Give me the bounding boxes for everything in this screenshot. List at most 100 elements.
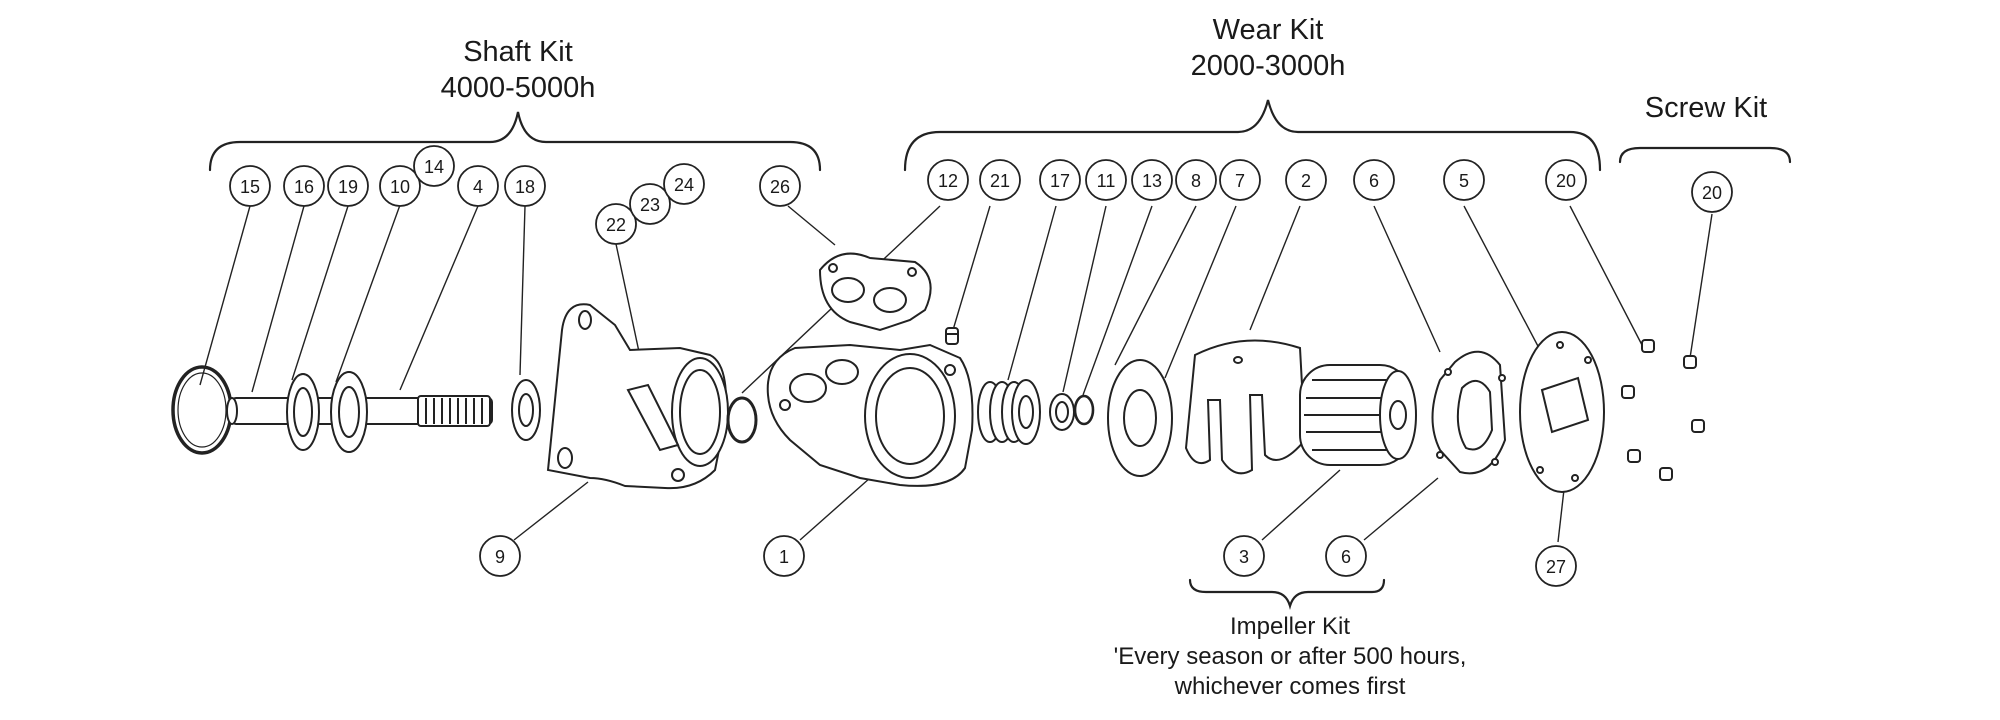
shaft-kit-label: Shaft Kit 4000-5000h: [408, 34, 628, 106]
wear-kit-interval: 2000-3000h: [1190, 50, 1346, 82]
callout-11: 11: [1085, 159, 1127, 201]
svg-text:3: 3: [1239, 547, 1249, 567]
callout-19: 19: [327, 165, 369, 207]
wear-kit-brace: [903, 99, 1602, 172]
svg-text:26: 26: [770, 177, 790, 197]
shaft-assembly-part: [226, 371, 493, 453]
leader-5: [1463, 205, 1541, 351]
callout-12: 12: [927, 159, 969, 201]
callout-20-wear: 20: [1545, 159, 1587, 201]
leader-15: [199, 205, 251, 386]
shaft-kit-title: Shaft Kit: [463, 36, 573, 68]
callout-14: 14: [413, 145, 455, 187]
leader-10: [335, 204, 401, 383]
svg-text:22: 22: [606, 215, 626, 235]
small-o-ring-part: [1073, 394, 1095, 426]
svg-text:5: 5: [1459, 171, 1469, 191]
callout-26: 26: [759, 165, 801, 207]
shaft-seal-part: [511, 379, 541, 441]
shaft-kit-interval: 4000-5000h: [440, 72, 596, 104]
wear-kit-title: Wear Kit: [1212, 14, 1324, 46]
shaft-kit-brace: [208, 111, 822, 172]
callout-5: 5: [1443, 159, 1485, 201]
svg-text:11: 11: [1097, 171, 1116, 191]
leader-6a: [1373, 205, 1441, 353]
callout-8: 8: [1175, 159, 1217, 201]
callout-4: 4: [457, 165, 499, 207]
impeller-kit-line1: 'Every season or after 500 hours,: [1113, 643, 1467, 670]
callout-9: 9: [479, 535, 521, 577]
cam-screw-part: [945, 327, 959, 345]
leader-26: [787, 205, 836, 246]
svg-text:15: 15: [240, 177, 260, 197]
callout-22: 22: [595, 203, 637, 245]
pump-body-part: [766, 343, 974, 487]
leader-20a: [1569, 205, 1643, 346]
callout-13: 13: [1131, 159, 1173, 201]
svg-text:18: 18: [515, 177, 535, 197]
cover-gasket-part: [1431, 350, 1507, 475]
end-cover-part: [1519, 331, 1605, 493]
screw-kit-label: Screw Kit: [1606, 90, 1806, 126]
leader-3: [1261, 469, 1341, 541]
svg-text:19: 19: [338, 177, 358, 197]
leader-13: [1082, 205, 1153, 396]
svg-text:14: 14: [424, 157, 444, 177]
callout-3: 3: [1223, 535, 1265, 577]
leader-18: [519, 205, 526, 376]
leader-6b: [1363, 477, 1439, 541]
svg-text:9: 9: [495, 547, 505, 567]
screw-kit-brace: [1618, 146, 1792, 164]
mounting-gasket-part: [818, 252, 932, 332]
impeller-kit-line2: whichever comes first: [1174, 673, 1406, 700]
svg-text:20: 20: [1556, 171, 1576, 191]
svg-text:23: 23: [640, 195, 660, 215]
svg-text:8: 8: [1191, 171, 1201, 191]
callout-27: 27: [1535, 545, 1577, 587]
impeller-kit-label: Impeller Kit 'Every season or after 500 …: [1030, 612, 1550, 702]
svg-text:2: 2: [1301, 171, 1311, 191]
callout-24: 24: [663, 163, 705, 205]
wear-plate-part: [1107, 359, 1173, 477]
leader-21: [952, 205, 991, 331]
svg-text:20: 20: [1702, 183, 1722, 203]
washer-part: [1049, 393, 1075, 431]
svg-text:21: 21: [990, 171, 1010, 191]
svg-text:27: 27: [1546, 557, 1566, 577]
o-ring-part: [726, 396, 758, 444]
cover-screws-part: [1621, 339, 1705, 481]
callout-15: 15: [229, 165, 271, 207]
bearing-housing-part: [546, 303, 729, 490]
leader-1: [799, 477, 871, 541]
wear-kit-label: Wear Kit 2000-3000h: [1158, 12, 1378, 84]
callout-18: 18: [504, 165, 546, 207]
mechanical-seal-part: [977, 379, 1041, 445]
callout-20-screw: 20: [1691, 171, 1733, 213]
callout-7: 7: [1219, 159, 1261, 201]
svg-text:6: 6: [1341, 547, 1351, 567]
impeller-kit-title: Impeller Kit: [1229, 613, 1351, 640]
leader-4: [399, 205, 479, 391]
svg-text:13: 13: [1142, 171, 1162, 191]
callout-17: 17: [1039, 159, 1081, 201]
leader-8: [1114, 205, 1197, 366]
cam-part: [1184, 339, 1307, 475]
leader-16: [251, 205, 305, 393]
callout-6-top: 6: [1353, 159, 1395, 201]
leader-20b: [1689, 213, 1713, 359]
leader-11: [1062, 205, 1107, 393]
svg-text:24: 24: [674, 175, 694, 195]
svg-text:12: 12: [938, 171, 958, 191]
svg-text:1: 1: [779, 547, 789, 567]
callout-10: 10: [379, 165, 421, 207]
svg-text:7: 7: [1235, 171, 1245, 191]
svg-text:10: 10: [390, 177, 410, 197]
svg-text:4: 4: [473, 177, 483, 197]
callout-23: 23: [629, 183, 671, 225]
leader-19: [291, 205, 349, 381]
svg-text:16: 16: [294, 177, 314, 197]
callout-2: 2: [1285, 159, 1327, 201]
leader-2: [1249, 205, 1301, 331]
callout-1: 1: [763, 535, 805, 577]
